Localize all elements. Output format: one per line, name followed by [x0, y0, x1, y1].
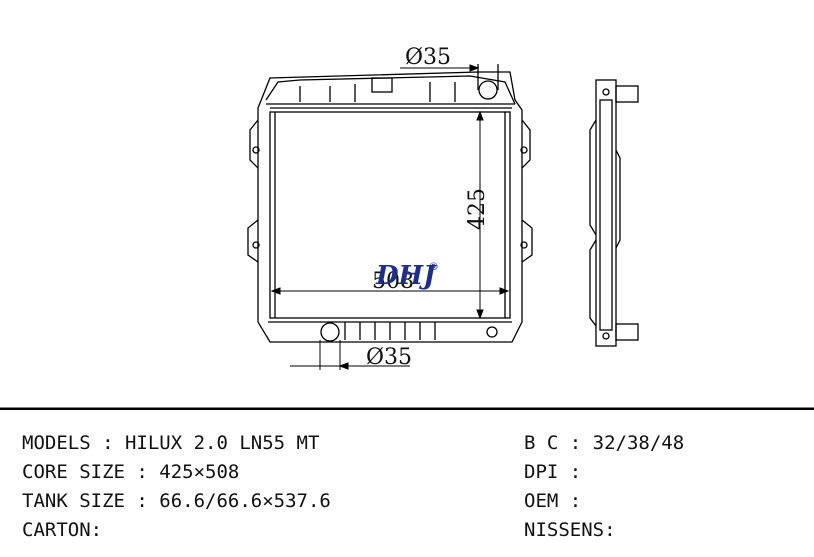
filler-cap — [371, 77, 393, 93]
drain-plug-icon — [486, 326, 498, 338]
oem-line: OEM : — [524, 490, 582, 512]
top-outlet-icon — [478, 80, 498, 100]
radiator-outline — [257, 71, 523, 343]
core — [269, 111, 511, 319]
models-line: MODELS : HILUX 2.0 LN55 MT — [22, 432, 320, 454]
top-diameter-label: Ø35 — [405, 45, 451, 70]
dpi-line: DPI : — [524, 461, 582, 483]
carton-line: CARTON: — [22, 519, 103, 541]
bc-line: B C : 32/38/48 — [524, 432, 685, 454]
core-width-label: 508 — [372, 269, 414, 294]
radiator-side-view — [589, 79, 639, 347]
bottom-outlet-icon — [320, 322, 340, 342]
divider — [0, 408, 814, 410]
core-size-line: CORE SIZE : 425×508 — [22, 461, 240, 483]
bottom-diameter-label: Ø35 — [366, 345, 412, 370]
tank-size-line: TANK SIZE : 66.6/66.6×537.6 — [22, 490, 331, 512]
brand-logo: DHJ — [375, 261, 437, 291]
radiator-drawing: Ø35 Ø35 425 508 DHJ ® — [0, 45, 814, 409]
core-height-label: 425 — [465, 188, 490, 230]
registered-mark: ® — [428, 260, 439, 273]
nissens-line: NISSENS: — [524, 519, 616, 541]
